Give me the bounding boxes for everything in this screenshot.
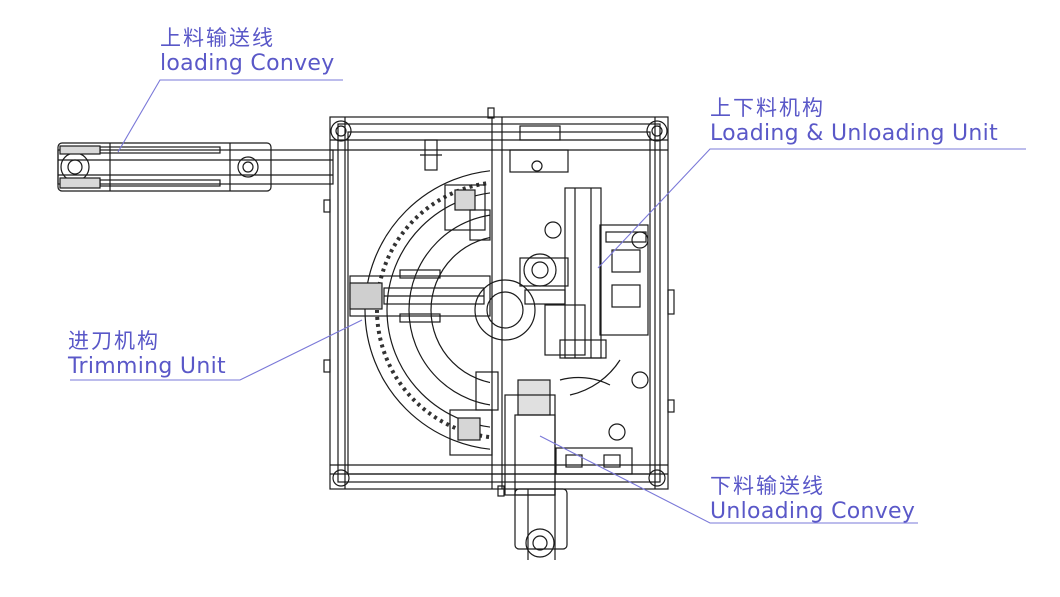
label-loading-unloading-unit-cn: 上下料机构 <box>710 96 825 120</box>
label-unloading-conveyor: 下料输送线 Unloading Convey <box>710 473 915 525</box>
label-loading-conveyor: 上料输送线 loading Convey <box>160 25 335 77</box>
loading-unloading-unit <box>519 187 649 441</box>
main-frame <box>323 107 675 497</box>
leader-trimming-unit <box>70 319 363 381</box>
label-trimming-unit: 进刀机构 Trimming Unit <box>68 328 226 380</box>
label-loading-unloading-unit: 上下料机构 Loading & Unloading Unit <box>710 95 998 147</box>
leader-lines <box>70 79 1026 524</box>
loading-conveyor <box>57 142 334 192</box>
label-loading-conveyor-cn: 上料输送线 <box>160 26 275 50</box>
label-unloading-conveyor-cn: 下料输送线 <box>710 474 825 498</box>
label-trimming-unit-en: Trimming Unit <box>68 354 226 379</box>
unloading-conveyor <box>504 379 633 560</box>
leader-loading-conveyor <box>117 79 343 153</box>
trimming-unit <box>349 184 499 456</box>
label-loading-conveyor-en: loading Convey <box>160 51 335 76</box>
leader-unloading-conveyor <box>539 435 918 524</box>
label-unloading-conveyor-en: Unloading Convey <box>710 499 916 524</box>
label-trimming-unit-cn: 进刀机构 <box>68 329 160 353</box>
leader-loading-unloading-unit <box>597 148 1026 269</box>
label-loading-unloading-unit-en: Loading & Unloading Unit <box>710 121 999 146</box>
